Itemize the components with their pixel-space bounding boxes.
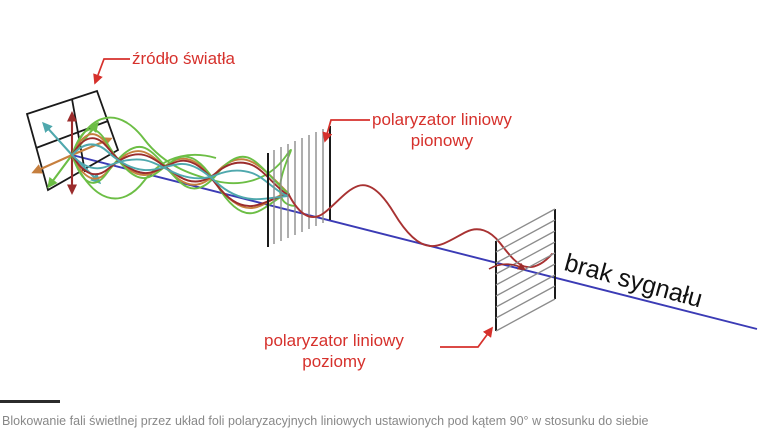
leader-source [93,58,130,85]
horizontal-linear-polarizer [495,208,556,332]
label-vertical-line1: polaryzator liniowy [372,110,512,129]
wave-green-2 [71,153,217,200]
right-angle-arc [488,262,526,271]
label-light-source: źródło światła [132,49,235,68]
wave-green-a [71,128,290,215]
leader-horizontal-polarizer [440,326,494,348]
vertical-linear-polarizer [267,126,331,247]
wave-green [71,116,297,207]
unpolarized-light-waves [71,116,297,207]
label-vertical-polarizer: polaryzator liniowy pionowy [372,109,512,151]
wave-green-b [71,145,290,195]
label-horizontal-line1: polaryzator liniowy [264,331,404,350]
wave-teal-mirror [71,154,289,197]
label-horizontal-line2: poziomy [302,352,366,371]
label-vertical-line2: pionowy [410,131,474,150]
propagation-axis [71,154,758,330]
leader-vertical-polarizer [322,119,370,143]
light-wave-bundle [71,128,290,215]
figure-caption: Blokowanie fali świetlnej przez układ fo… [2,414,649,428]
callout-leaders [93,58,494,348]
vertically-polarized-wave [288,184,553,269]
wave-darkred [71,137,289,207]
wave-darkred-mirror [71,153,289,196]
caption-divider-rule [0,400,60,403]
label-horizontal-polarizer: polaryzator liniowy poziomy [264,330,404,372]
wave-teal [71,143,289,201]
